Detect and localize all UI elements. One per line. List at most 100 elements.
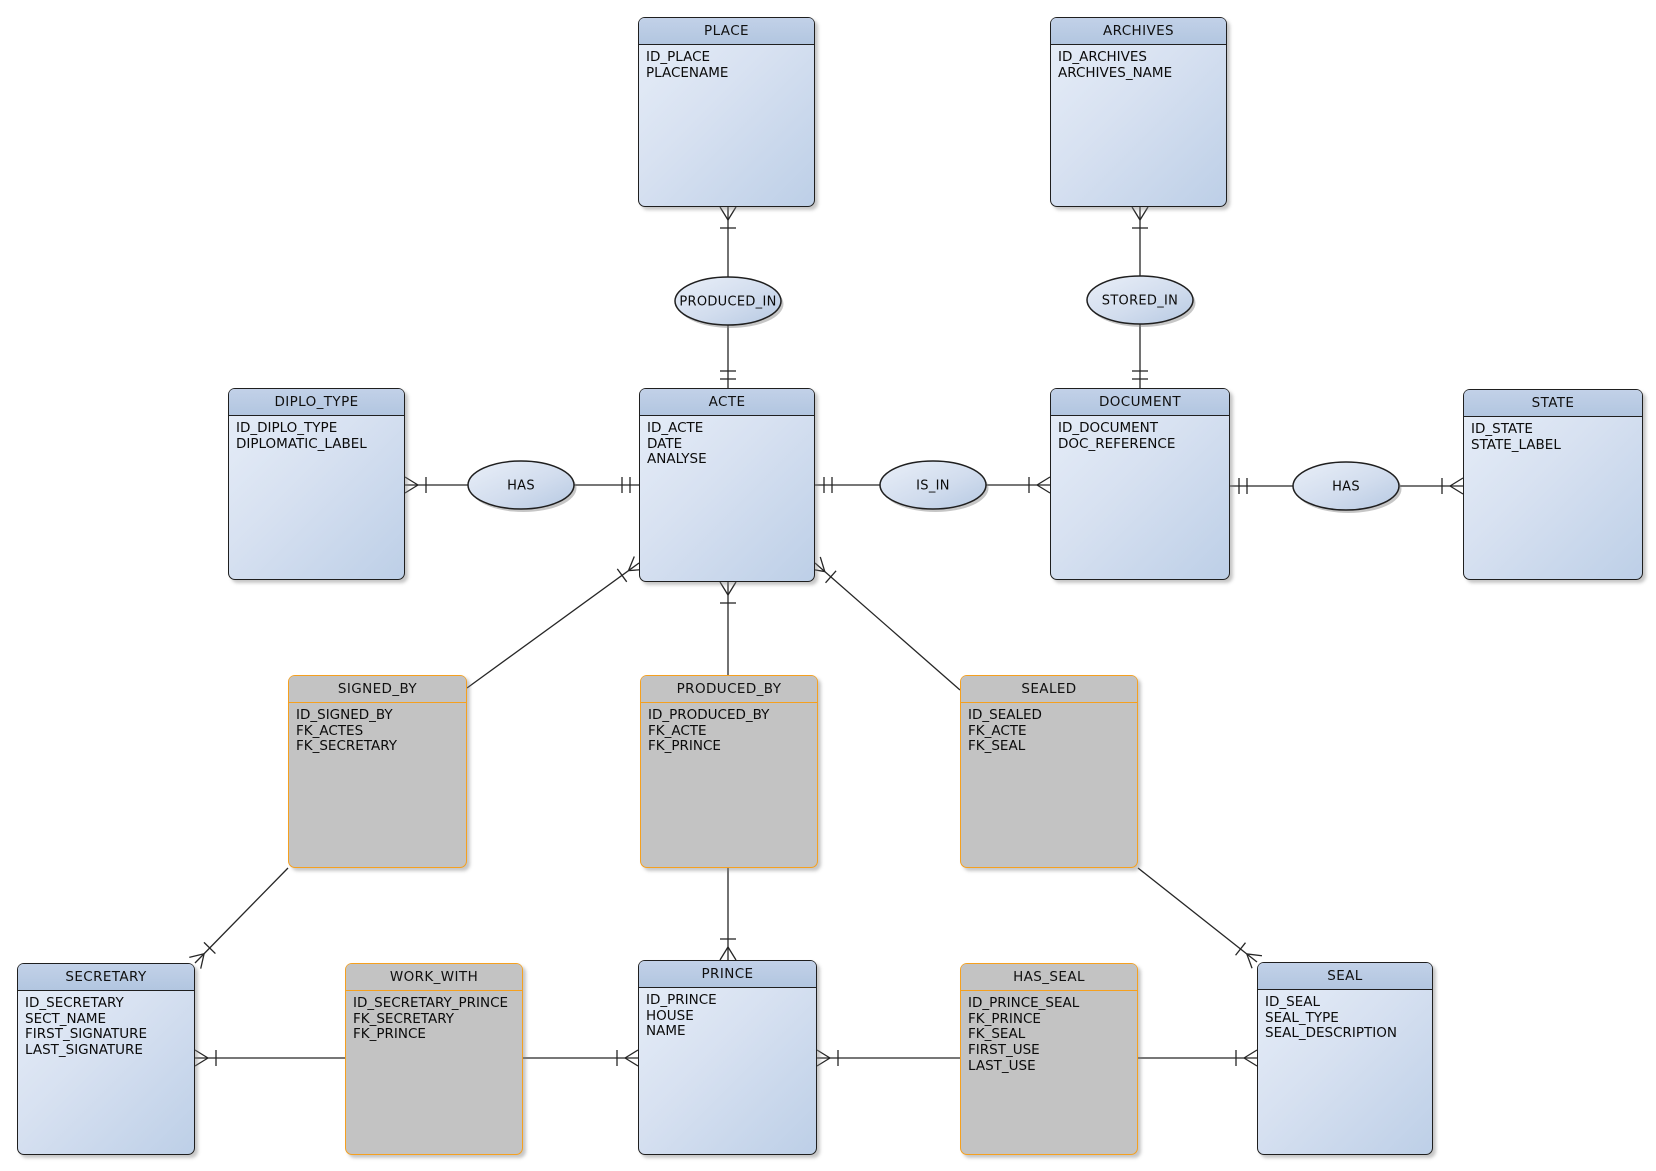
connector-line (1246, 953, 1253, 969)
attribute: NAME (646, 1023, 686, 1040)
relationship-ellipse (1292, 461, 1400, 511)
relationship-ellipse (879, 460, 987, 510)
attribute: ID_PRINCE (646, 992, 717, 1008)
attribute: FK_SEAL (968, 738, 1026, 755)
connector-line (1243, 1049, 1258, 1059)
attribute: DATE (647, 435, 683, 452)
node-title: ARCHIVES (1051, 18, 1226, 45)
connector-line (727, 206, 737, 221)
connector-line (404, 484, 419, 494)
connector-line (1243, 1057, 1258, 1067)
attribute: HOUSE (646, 1007, 694, 1024)
connector-line (189, 953, 205, 959)
connector-line (719, 946, 729, 961)
attribute: FK_SEAL (968, 1026, 1026, 1043)
attribute: ID_DIPLO_TYPE (236, 420, 338, 436)
connector-line (466, 562, 640, 689)
connector-line (404, 476, 419, 486)
node-title: DOCUMENT (1051, 389, 1229, 416)
connector-line (1139, 206, 1149, 221)
attribute: DOC_REFERENCE (1058, 435, 1176, 452)
connector-line (1036, 484, 1051, 494)
attribute: ANALYSE (647, 451, 707, 468)
attribute: ID_SECRETARY_PRINCE (353, 995, 509, 1011)
connector-line (624, 1049, 639, 1059)
relationship-has_diplo[interactable]: HAS (467, 460, 577, 512)
node-title: STATE (1464, 390, 1642, 417)
connector-line (627, 556, 635, 571)
attribute: DIPLOMATIC_LABEL (236, 435, 367, 452)
attribute: ID_SEALED (968, 707, 1042, 723)
attribute: FK_SECRETARY (353, 1010, 454, 1027)
relationship-label: PRODUCED_IN (679, 295, 776, 310)
attribute: ID_PRODUCED_BY (648, 707, 770, 723)
attribute: SECT_NAME (25, 1010, 107, 1027)
node-title: SEALED (961, 676, 1137, 703)
attribute: ID_PLACE (646, 49, 711, 65)
node-title: DIPLO_TYPE (229, 389, 404, 416)
attribute: FK_ACTES (296, 722, 364, 739)
connector-line (814, 562, 961, 691)
connector-line (1235, 942, 1246, 956)
connector-line (819, 556, 826, 572)
attribute: FK_PRINCE (968, 1010, 1041, 1027)
relationship-has_state[interactable]: HAS (1292, 461, 1402, 513)
connector-line (200, 953, 205, 969)
connector-line (1246, 953, 1263, 957)
relationship-stored_in[interactable]: STORED_IN (1086, 275, 1196, 327)
attribute: ID_STATE (1471, 421, 1533, 437)
node-title: WORK_WITH (346, 964, 522, 991)
relationship-label: HAS (507, 479, 535, 494)
connector-line (719, 581, 729, 596)
connector-line (1449, 477, 1464, 487)
connector-line (816, 1057, 831, 1067)
node-title: ACTE (640, 389, 814, 416)
node-title: PRODUCED_BY (641, 676, 817, 703)
relationship-produced_in[interactable]: PRODUCED_IN (674, 276, 784, 328)
node-title: SIGNED_BY (289, 676, 466, 703)
attribute: FK_SECRETARY (296, 738, 397, 755)
relationship-label: IS_IN (916, 479, 950, 494)
node-title: SECRETARY (18, 964, 194, 991)
node-title: SEAL (1258, 963, 1432, 990)
relationship-ellipse (674, 276, 782, 326)
relationship-ellipse (1086, 275, 1194, 325)
attribute: FIRST_USE (968, 1041, 1040, 1058)
relationship-is_in[interactable]: IS_IN (879, 460, 989, 512)
attribute: SEAL_TYPE (1265, 1009, 1339, 1026)
connector-line (203, 941, 216, 955)
connector-line (1449, 485, 1464, 495)
connector-line (1036, 476, 1051, 486)
attribute: LAST_SIGNATURE (25, 1041, 143, 1058)
attribute: ID_ARCHIVES (1058, 49, 1147, 65)
connector-line (727, 946, 737, 961)
attribute: ID_PRINCE_SEAL (968, 995, 1080, 1011)
connector-line (624, 1057, 639, 1067)
attribute: FK_PRINCE (648, 738, 721, 755)
